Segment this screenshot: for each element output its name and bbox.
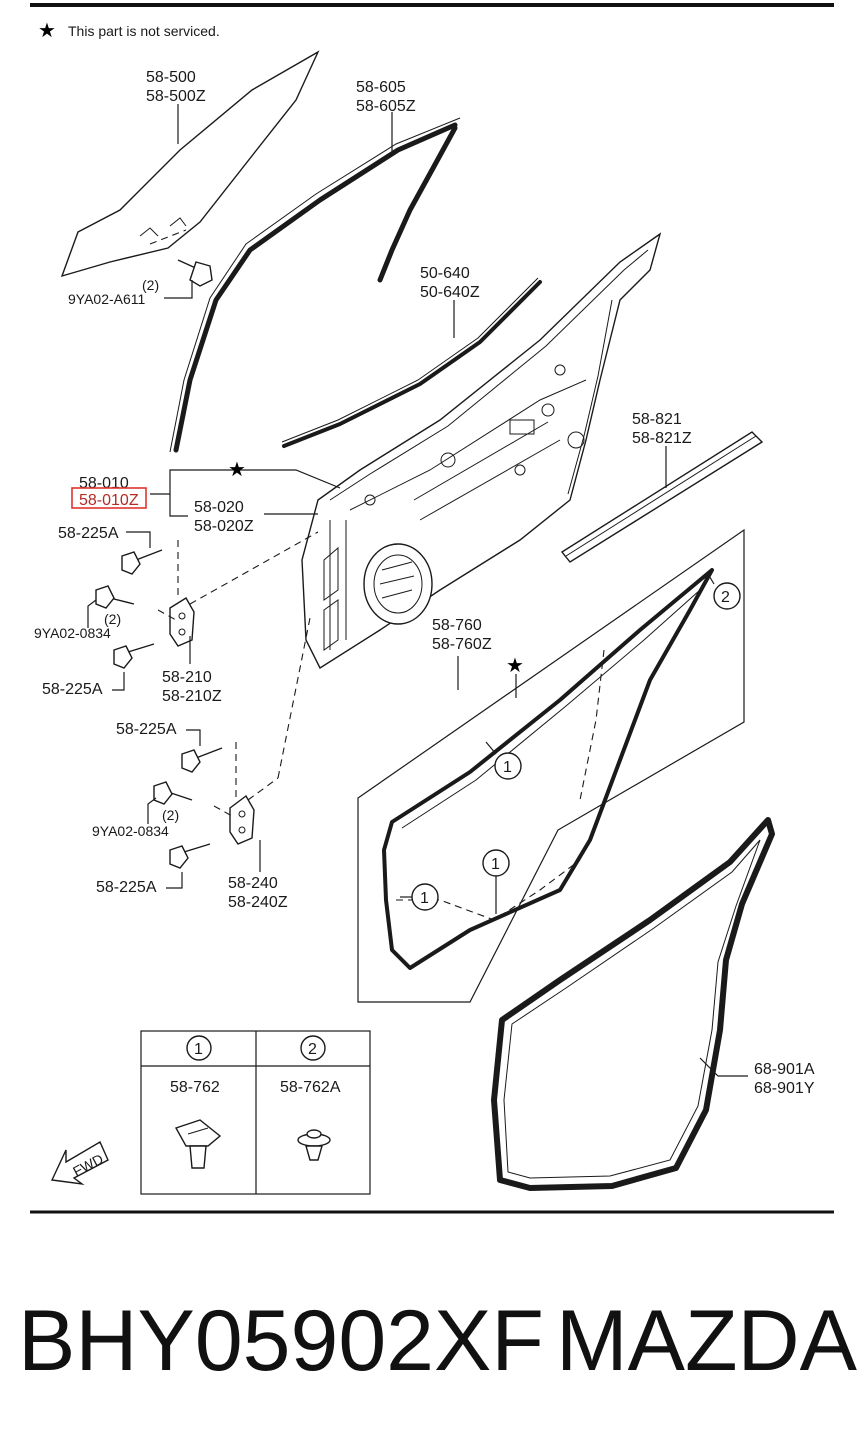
star-icon-door: ★ <box>228 459 246 481</box>
label-qty-lower: (2) <box>162 807 179 823</box>
svg-text:1: 1 <box>491 856 500 873</box>
outer-weatherstrip <box>560 431 764 563</box>
inner-weatherstrip <box>282 280 542 448</box>
body-seal <box>491 817 775 1191</box>
footer-brand: MAZDA <box>556 1293 858 1389</box>
label-lohinge-1: 58-240 <box>228 875 278 892</box>
label-qty-upper: (2) <box>104 611 121 627</box>
label-uphinge-2: 58-210Z <box>162 688 222 705</box>
glass-bolt <box>177 259 213 287</box>
label-outerws-1: 58-821 <box>632 411 682 428</box>
bolt-lower-2 <box>153 781 193 805</box>
svg-text:1: 1 <box>503 759 512 776</box>
lower-hinge <box>229 794 255 845</box>
run-channel-rear <box>377 125 458 283</box>
bolt-upper-3 <box>113 643 155 669</box>
label-lohinge-2: 58-240Z <box>228 894 288 911</box>
label-glass-1: 58-500 <box>146 69 196 86</box>
label-runch-2: 58-605Z <box>356 98 416 115</box>
label-innerws-1: 50-640 <box>420 265 470 282</box>
seal-frame <box>357 528 745 1003</box>
label-door-1: 58-010 <box>79 475 129 492</box>
label-bodyseal-1: 68-901A <box>754 1061 815 1078</box>
svg-text:1: 1 <box>420 890 429 907</box>
door-glass <box>60 50 320 278</box>
fwd-arrow-icon: FWD <box>50 1140 109 1186</box>
bolt-upper-2 <box>95 585 135 609</box>
label-bolt-a-3: 58-225A <box>116 721 177 738</box>
label-bolt-b-1: 9YA02-0834 <box>34 625 111 641</box>
callout-1-seal-a: 1 <box>485 741 522 780</box>
highlight-box <box>71 487 147 509</box>
label-bolt-a-4: 58-225A <box>96 879 157 896</box>
label-seal-2: 58-760Z <box>432 636 492 653</box>
table-header-2: 2 <box>308 1041 317 1058</box>
bolt-upper-1 <box>121 549 163 575</box>
callout-1-seal-b: 1 <box>482 849 510 914</box>
label-doorinner-1: 58-020 <box>194 499 244 516</box>
callout-2-seal: 2 <box>707 573 741 610</box>
bolt-lower-1 <box>181 747 223 773</box>
label-door-2: 58-010Z <box>79 492 139 509</box>
table-header-1: 1 <box>194 1041 203 1058</box>
label-bolt-a-1: 58-225A <box>58 525 119 542</box>
clip-2-icon <box>297 1129 331 1161</box>
upper-hinge <box>169 597 195 647</box>
label-qty-glass: (2) <box>142 277 159 293</box>
table-code-1: 58-762 <box>170 1079 220 1096</box>
bolt-lower-3 <box>169 843 211 869</box>
label-glass-bolt: 9YA02-A611 <box>68 291 146 307</box>
star-icon: ★ <box>38 20 56 42</box>
table-code-2: 58-762A <box>280 1079 341 1096</box>
label-runch-1: 58-605 <box>356 79 406 96</box>
label-glass-2: 58-500Z <box>146 88 206 105</box>
clip-table: 1 2 58-762 58-762A <box>140 1030 371 1195</box>
door-shell <box>301 232 662 670</box>
note-text: This part is not serviced. <box>68 23 220 39</box>
label-uphinge-1: 58-210 <box>162 669 212 686</box>
label-innerws-2: 50-640Z <box>420 284 480 301</box>
label-seal-1: 58-760 <box>432 617 482 634</box>
clip-1-icon <box>174 1119 222 1169</box>
run-channel <box>173 122 458 453</box>
label-doorinner-2: 58-020Z <box>194 518 254 535</box>
label-bolt-b-2: 9YA02-0834 <box>92 823 169 839</box>
footer-part-number: BHY05902XF <box>18 1293 544 1389</box>
callout-1-seal-c: 1 <box>400 883 439 911</box>
label-bolt-a-2: 58-225A <box>42 681 103 698</box>
svg-text:2: 2 <box>721 589 730 606</box>
label-outerws-2: 58-821Z <box>632 430 692 447</box>
label-bodyseal-2: 68-901Y <box>754 1080 815 1097</box>
star-icon-seal: ★ <box>506 655 524 677</box>
